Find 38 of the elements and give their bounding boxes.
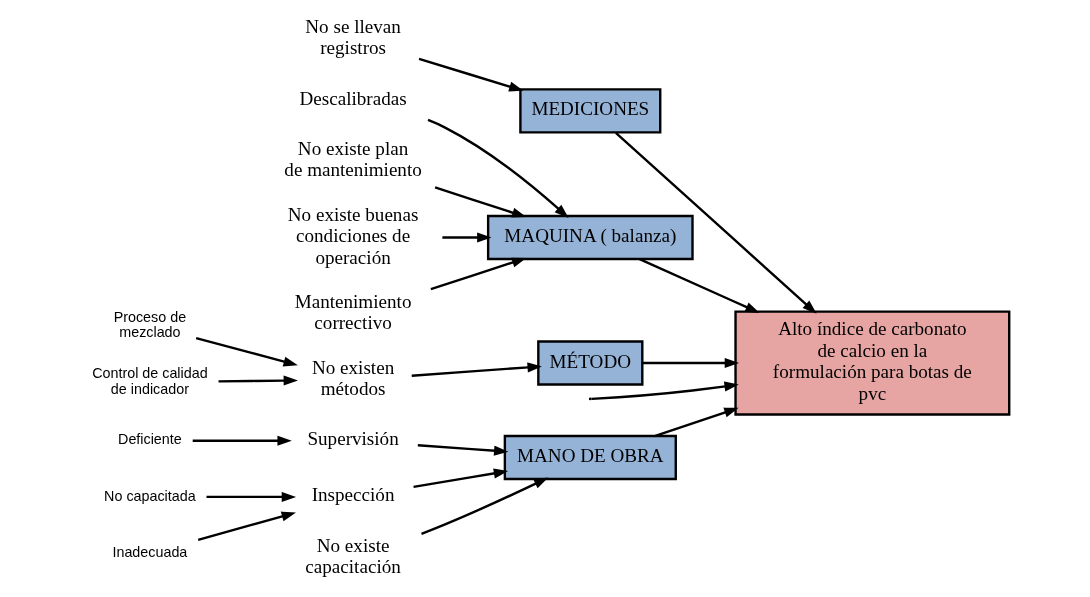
arrow: [218, 375, 298, 386]
node-box: MÉTODO: [536, 340, 643, 386]
arrow: [417, 444, 508, 456]
arrow: [614, 131, 817, 314]
arrow: [654, 407, 739, 438]
node-text: Mantenimiento correctivo: [294, 290, 411, 334]
arrow: [642, 358, 739, 369]
arrow: [420, 477, 548, 535]
arrow: [638, 258, 760, 313]
arrow: [195, 336, 298, 367]
arrow: [441, 232, 491, 243]
arrow: [411, 362, 542, 377]
arrow: [430, 257, 526, 291]
node-text: No capacitada: [103, 487, 196, 504]
arrow: [427, 118, 569, 218]
node-box: Alto índice de carbonato de calcio en la formulación para botas de pvc: [733, 310, 1010, 416]
node-text: Descalibradas: [298, 87, 407, 109]
node-text: No existe capacitación: [304, 534, 401, 578]
node-text: Supervisión: [306, 428, 399, 450]
arrow: [434, 186, 526, 218]
node-text: No existe buenas condiciones de operación: [287, 203, 418, 268]
node-text: Deficiente: [117, 431, 182, 448]
node-box: MAQUINA ( balanza): [486, 214, 694, 261]
node-text: Proceso de mezclado: [113, 308, 186, 341]
node-text: No se llevan registros: [304, 15, 401, 59]
arrow: [197, 511, 296, 542]
node-text: Inspección: [311, 484, 394, 506]
arrow: [418, 57, 523, 92]
node-text: No existen métodos: [311, 356, 394, 400]
arrow: [591, 381, 739, 401]
node-text: Control de calidad de indicador: [91, 365, 208, 397]
node-box: MANO DE OBRA: [503, 434, 677, 481]
arrow: [192, 435, 292, 446]
arrow: [206, 491, 296, 502]
node-text: No existe plan de mantenimiento: [283, 137, 422, 181]
arrow: [412, 468, 508, 489]
node-text: Inadecuada: [111, 543, 187, 560]
node-box: MEDICIONES: [518, 88, 661, 134]
